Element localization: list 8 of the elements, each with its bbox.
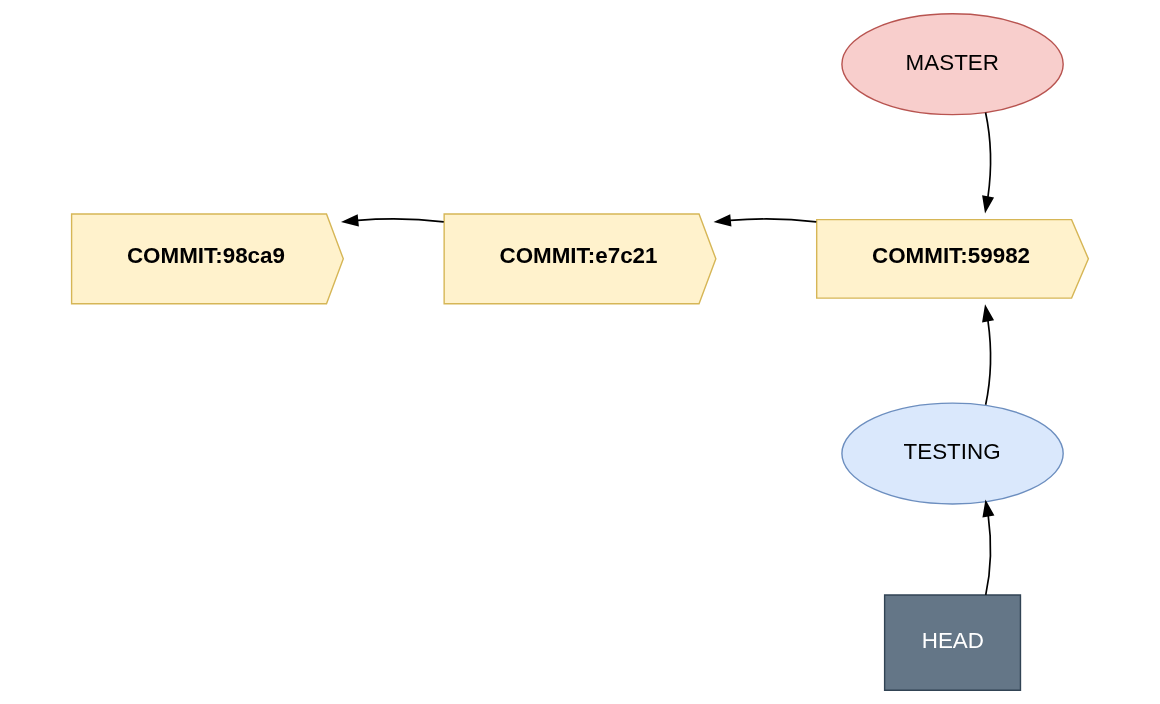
arrow [982, 304, 995, 406]
arrow [341, 214, 445, 227]
node-ellipse: TESTING [841, 402, 1064, 505]
arrow [982, 111, 995, 214]
node-ellipse: MASTER [841, 13, 1064, 116]
arrow [982, 499, 995, 596]
node-box: HEAD [883, 594, 1022, 691]
arrow [713, 214, 818, 227]
